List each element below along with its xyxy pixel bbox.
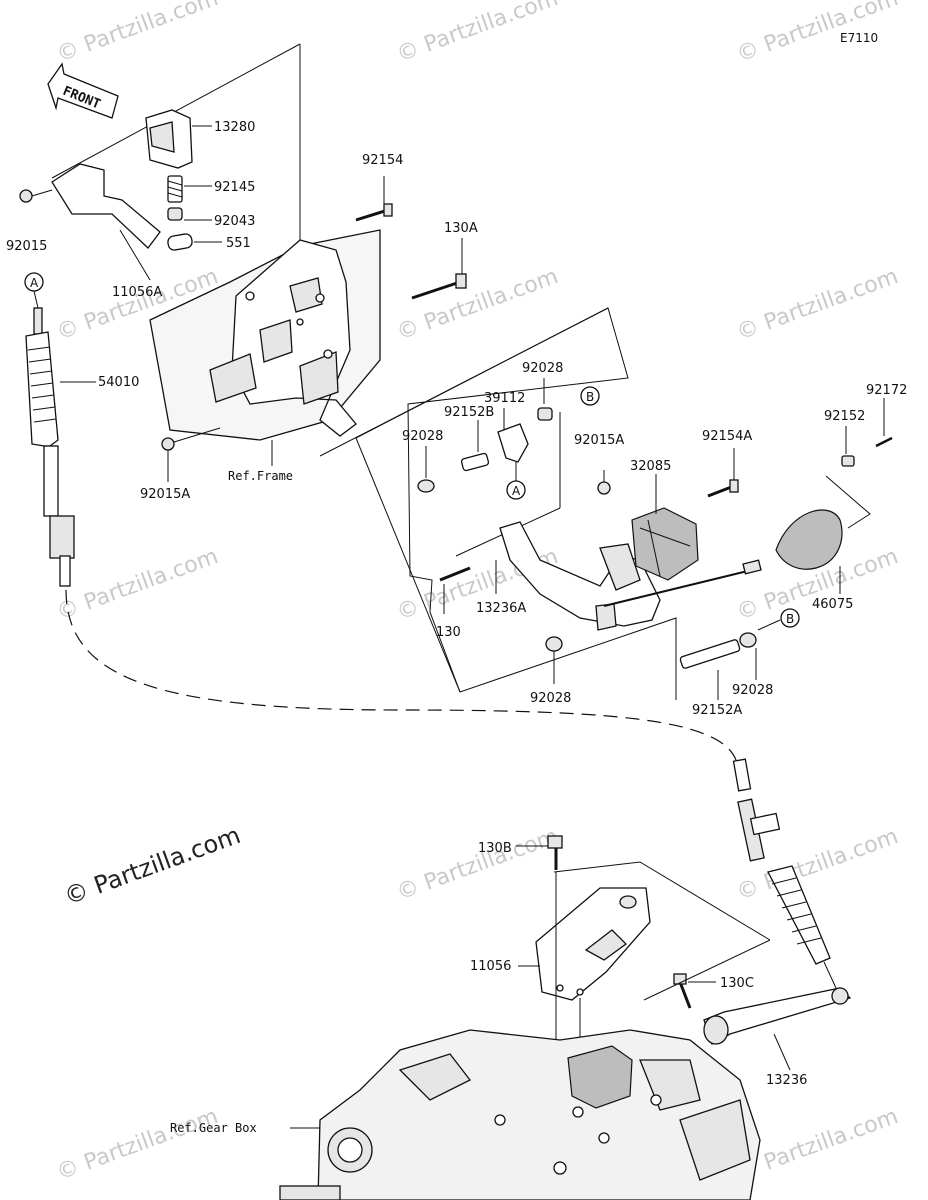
label-13280: 13280 (214, 120, 255, 135)
label-11056A: 11056A (112, 285, 162, 300)
label-13236: 13236 (766, 1073, 807, 1088)
label-92028-right: 92028 (732, 683, 773, 698)
label-46075: 46075 (812, 597, 853, 612)
watermark: © Partzilla.com (394, 264, 562, 346)
front-arrow-icon: FRONT (47, 62, 119, 119)
bracket-assembly-topleft (19, 43, 301, 281)
label-92015A-left: 92015A (140, 487, 190, 502)
gearbox (279, 1029, 761, 1200)
label-130B: 130B (478, 841, 512, 856)
cable-boot-ribs-icon (27, 346, 57, 423)
marker-b-top-label: B (586, 390, 594, 404)
label-130: 130 (436, 625, 461, 640)
shifter-parts: A (417, 378, 893, 700)
label-11056: 11056 (470, 959, 511, 974)
marker-a-mid-label: A (512, 484, 521, 498)
frame-section (149, 176, 467, 482)
label-ref-gearbox: Ref.Gear Box (170, 1121, 257, 1135)
label-92152: 92152 (824, 409, 865, 424)
shift-knob-icon (775, 509, 843, 570)
cable-boot-lower-ribs-icon (771, 877, 822, 945)
marker-a-top-label: A (30, 276, 39, 290)
marker-b-top (580, 386, 600, 406)
watermark: © Partzilla.com (54, 0, 222, 68)
shift-cable: A (24, 272, 737, 761)
spring-icon (167, 175, 183, 203)
watermark-main: © Partzilla.com (60, 821, 244, 911)
label-92015: 92015 (6, 239, 47, 254)
label-92154A: 92154A (702, 429, 752, 444)
label-551: 551 (226, 236, 251, 251)
label-130A: 130A (444, 221, 478, 236)
watermark: © Partzilla.com (54, 544, 222, 626)
label-92152B: 92152B (444, 405, 494, 420)
bushing-icon (537, 407, 553, 421)
marker-b-bottom-label: B (786, 612, 794, 626)
label-39112: 39112 (484, 391, 525, 406)
label-54010: 54010 (98, 375, 139, 390)
label-92028-bottom: 92028 (530, 691, 571, 706)
watermark: © Partzilla.com (734, 264, 902, 346)
callout-labels: 13280 92145 92043 551 92015 11056A 92154… (6, 120, 907, 1135)
label-92015A-mid: 92015A (574, 433, 624, 448)
label-92028-left: 92028 (402, 429, 443, 444)
marker-b-bottom (780, 608, 800, 628)
label-ref-frame: Ref.Frame (228, 469, 293, 483)
label-130C: 130C (720, 976, 754, 991)
watermark: © Partzilla.com (394, 0, 562, 68)
label-92043: 92043 (214, 214, 255, 229)
label-32085: 32085 (630, 459, 671, 474)
watermark: © Partzilla.com (394, 824, 562, 906)
watermark: © Partzilla.com (54, 1104, 222, 1186)
label-13236A: 13236A (476, 601, 526, 616)
label-92154: 92154 (362, 153, 403, 168)
diagram-code: E7110 (840, 31, 878, 45)
label-92145: 92145 (214, 180, 255, 195)
label-92152A: 92152A (692, 703, 742, 718)
lower-cable (673, 758, 852, 1071)
label-92172: 92172 (866, 383, 907, 398)
label-92028-top: 92028 (522, 361, 563, 376)
